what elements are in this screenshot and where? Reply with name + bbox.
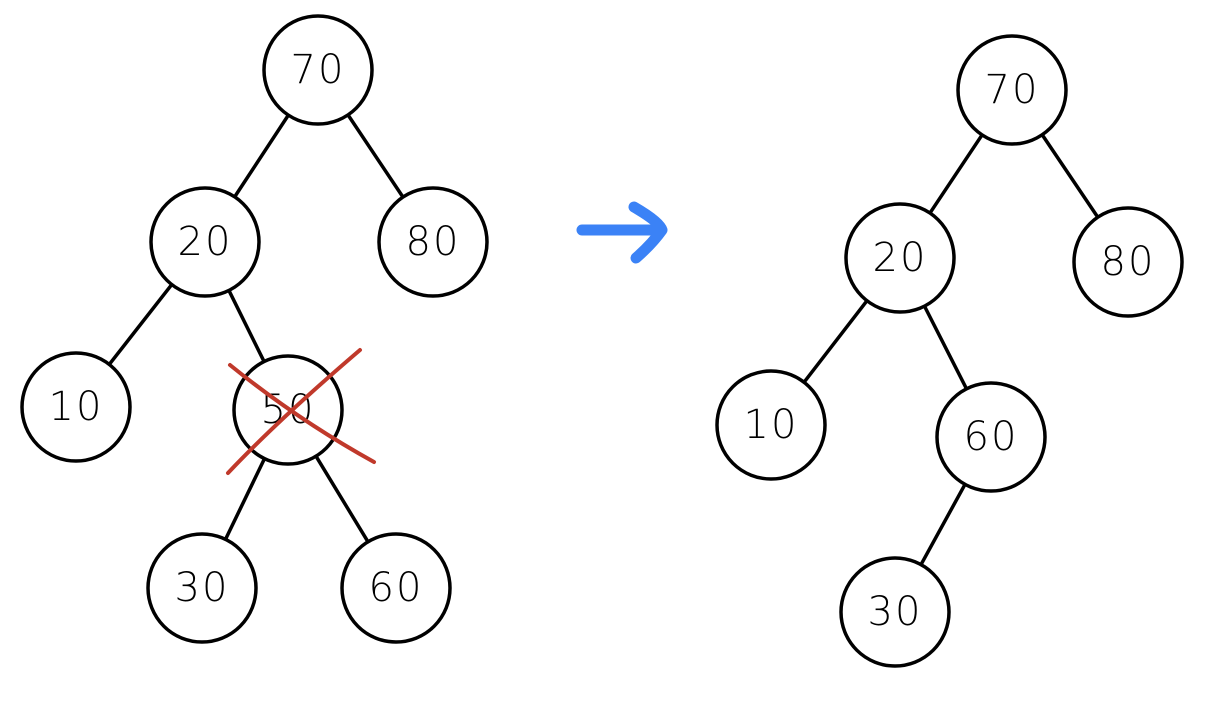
node-circle — [377, 186, 489, 298]
before-edge-20-50 — [227, 288, 266, 364]
right-arrow-icon — [576, 201, 668, 264]
node-circle — [1072, 206, 1184, 318]
node-label: 70 — [985, 67, 1040, 113]
before-node-20: 20 — [149, 186, 261, 298]
node-circle — [956, 34, 1068, 146]
node-label: 30 — [868, 589, 923, 635]
before-node-30: 30 — [146, 532, 258, 644]
after-edge-20-10 — [802, 298, 869, 385]
before-edge-50-30 — [223, 456, 267, 542]
node-label: 10 — [49, 384, 104, 430]
after-node-60: 60 — [935, 381, 1047, 493]
after-node-20: 20 — [844, 202, 956, 314]
before-node-60: 60 — [340, 532, 452, 644]
node-label: 20 — [178, 219, 233, 265]
strike-line — [228, 363, 376, 464]
node-circle — [715, 369, 827, 481]
before-edge-70-80 — [346, 113, 405, 199]
after-edge-70-80 — [1040, 133, 1100, 219]
node-circle — [844, 202, 956, 314]
node-circle — [935, 381, 1047, 493]
node-circle — [839, 556, 951, 668]
after-tree-nodes: 70 20 80 10 60 30 — [715, 34, 1184, 668]
deleted-node-strikethrough — [226, 348, 376, 475]
after-node-30: 30 — [839, 556, 951, 668]
node-label: 60 — [369, 565, 424, 611]
after-edge-70-20 — [928, 133, 984, 215]
after-edge-20-60 — [922, 304, 969, 391]
after-tree: 70 20 80 10 60 30 — [715, 34, 1184, 668]
node-label: 30 — [175, 565, 230, 611]
after-node-80: 80 — [1072, 206, 1184, 318]
after-edge-60-30 — [919, 482, 967, 567]
before-node-70: 70 — [262, 14, 374, 126]
before-edge-50-60 — [314, 454, 370, 544]
strike-line — [226, 348, 362, 475]
before-edge-20-10 — [107, 282, 174, 367]
transition — [576, 201, 668, 264]
node-circle — [262, 14, 374, 126]
node-label: 80 — [1101, 239, 1156, 285]
before-node-80: 80 — [377, 186, 489, 298]
before-edge-70-20 — [232, 113, 291, 199]
node-label: 80 — [406, 219, 461, 265]
before-node-10: 10 — [20, 351, 132, 463]
node-circle — [20, 351, 132, 463]
after-node-10: 10 — [715, 369, 827, 481]
node-label: 70 — [291, 47, 346, 93]
node-circle — [340, 532, 452, 644]
node-label: 10 — [744, 402, 799, 448]
after-tree-edges — [802, 133, 1100, 567]
before-tree-edges — [107, 113, 405, 544]
node-label: 20 — [873, 235, 928, 281]
node-label: 60 — [964, 414, 1019, 460]
after-node-70: 70 — [956, 34, 1068, 146]
node-circle — [146, 532, 258, 644]
node-circle — [149, 186, 261, 298]
